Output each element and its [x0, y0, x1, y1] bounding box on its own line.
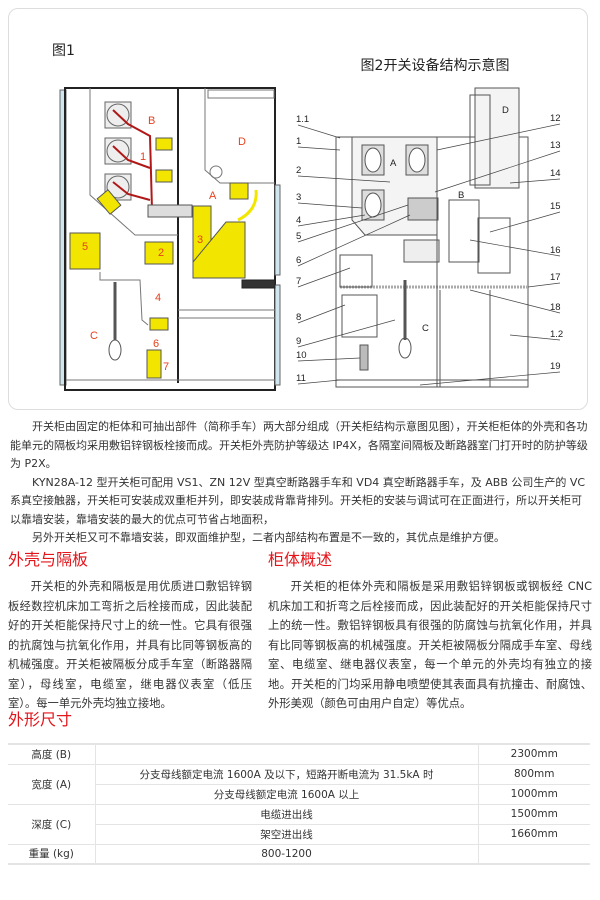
row-value: 1500mm [477, 803, 590, 825]
figure2-leader-lines [297, 123, 561, 386]
table-row: 高度 (B) 2300mm [8, 743, 590, 765]
fig1-label-3: 3 [197, 234, 203, 246]
fig1-label-1: 1 [140, 151, 146, 163]
fig2-label-4: 4 [296, 215, 301, 226]
row-value: 800mm [477, 763, 590, 785]
fig2-label-14: 14 [550, 168, 561, 179]
overview-heading: 柜体概述 [268, 550, 333, 569]
fig2-label-1-2: 1.2 [550, 329, 563, 340]
table-row: 分支母线额定电流 1600A 以上 1000mm [8, 783, 590, 805]
row-label: 深度 (C) [8, 803, 96, 845]
fig2-label-13: 13 [550, 140, 561, 151]
fig1-label-6: 6 [153, 338, 159, 350]
row-value: 800-1200 [94, 843, 479, 865]
figure2-labels: 1.1 1 2 3 4 5 6 7 8 9 10 11 12 13 14 15 … [296, 105, 563, 384]
row-condition: 分支母线额定电流 1600A 及以下，短路开断电流为 31.5kA 时 [94, 763, 479, 785]
intro-paragraph: 开关柜由固定的柜体和可抽出部件（简称手车）两大部分组成（开关柜结构示意图见图），… [10, 420, 588, 470]
fig1-label-D: D [238, 136, 246, 148]
overview-body: 开关柜的柜体外壳和隔板是采用敷铝锌钢板或钢板经 CNC 机床加工和折弯之后栓接而… [268, 580, 592, 710]
row-label: 高度 (B) [8, 743, 96, 765]
fig2-label-12: 12 [550, 113, 561, 124]
fig2-label-C: C [422, 323, 429, 334]
fig2-label-B: B [458, 190, 464, 201]
fig1-label-2: 2 [158, 247, 164, 259]
figure1-drawing [59, 87, 281, 391]
figure1-labels: B 1 D A 3 5 2 4 C 6 7 [82, 115, 246, 373]
shell-heading: 外壳与隔板 [8, 550, 89, 569]
fig2-label-8: 8 [296, 312, 301, 323]
fig2-label-18: 18 [550, 302, 561, 313]
fig1-label-7: 7 [163, 361, 169, 373]
figure2-title: 图2开关设备结构示意图 [360, 58, 510, 74]
diagram-panel [8, 8, 588, 410]
fig1-label-4: 4 [155, 292, 161, 304]
figure1-title: 图1 [52, 43, 75, 59]
fig2-label-6: 6 [296, 255, 301, 266]
dimensions-heading: 外形尺寸 [8, 710, 73, 729]
table-row: 架空进出线 1660mm [8, 823, 590, 845]
fig2-label-9: 9 [296, 336, 301, 347]
fig2-label-A: A [390, 158, 397, 169]
fig2-label-10: 10 [296, 350, 307, 361]
fig2-label-17: 17 [550, 272, 561, 283]
fig2-label-15: 15 [550, 201, 561, 212]
fig1-label-B: B [148, 115, 155, 127]
fig2-label-1-1: 1.1 [296, 114, 309, 125]
row-label: 宽度 (A) [8, 763, 96, 805]
table-row: 宽度 (A) 分支母线额定电流 1600A 及以下，短路开断电流为 31.5kA… [8, 763, 590, 805]
row-condition: 架空进出线 [95, 823, 479, 845]
shell-body: 开关柜的外壳和隔板是用优质进口敷铝锌钢板经数控机床加工弯折之后栓接而成，因此装配… [8, 580, 252, 710]
row-value: 1000mm [477, 783, 590, 805]
fig2-label-16: 16 [550, 245, 561, 256]
row-value: 1660mm [477, 823, 590, 845]
fig2-label-3: 3 [296, 192, 301, 203]
fig2-label-1: 1 [296, 136, 301, 147]
fig2-label-5: 5 [296, 231, 301, 242]
row-condition: 分支母线额定电流 1600A 以上 [95, 783, 479, 805]
row-label: 重量 (kg) [8, 843, 96, 865]
fig2-label-19: 19 [550, 361, 561, 372]
table-row: 深度 (C) 电缆进出线 1500mm [8, 803, 590, 845]
fig2-label-11: 11 [296, 373, 306, 384]
figure2-drawing [335, 87, 529, 388]
row-condition: 电缆进出线 [94, 803, 479, 825]
switchgear-diagrams: B 1 D A 3 5 2 4 C 6 7 [59, 87, 563, 391]
intro-paragraph: 另外开关柜又可不靠墙安装，即双面维护型，二者内部结构布置是不一致的，其优点是维护… [32, 531, 505, 544]
fig1-label-5: 5 [82, 241, 88, 253]
fig2-label-7: 7 [296, 276, 301, 287]
fig1-label-A: A [209, 190, 217, 202]
row-value: 2300mm [477, 743, 590, 765]
table-row: 重量 (kg) 800-1200 [8, 843, 590, 865]
fig2-label-2: 2 [296, 165, 301, 176]
fig1-label-C: C [90, 330, 98, 342]
fig2-label-D: D [502, 105, 509, 116]
intro-paragraph: KYN28A-12 型开关柜可配用 VS1、ZN 12V 型真空断路器手车和 V… [10, 475, 586, 526]
intro-text: 开关柜由固定的柜体和可抽出部件（简称手车）两大部分组成（开关柜结构示意图见图），… [10, 418, 592, 548]
dimensions-table: 高度 (B) 2300mm 宽度 (A) 分支母线额定电流 1600A 及以下，… [8, 743, 590, 865]
